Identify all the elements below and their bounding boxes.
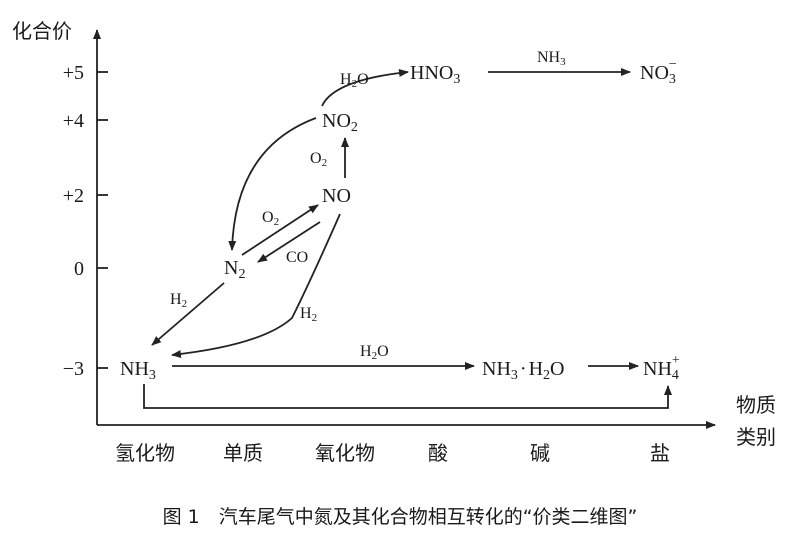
species-nh4-ion: NH4+ [643, 353, 680, 383]
figure-caption: 图 1 汽车尾气中氮及其化合物相互转化的“价类二维图” [163, 506, 638, 528]
reagent-h2-left: H2 [170, 291, 187, 310]
x-category-label: 碱 [530, 441, 550, 465]
reagent-h2o-top: H2O [340, 71, 369, 90]
y-axis-title: 化合价 [12, 19, 72, 43]
reagent-co: CO [286, 249, 308, 266]
reagent-h2-right: H2 [300, 305, 317, 324]
x-axis-title-line2: 类别 [736, 425, 776, 449]
reagent-h2o-bottom: H2O [360, 343, 389, 362]
reagent-o2-vertical: O2 [310, 150, 327, 169]
arrow-n2-to-no [241, 204, 319, 256]
y-tick-label: +5 [63, 62, 84, 84]
reagent-o2-diagonal: O2 [262, 209, 279, 228]
y-tick-label: 0 [74, 258, 84, 280]
arrow-nh3-to-nh4-loop [143, 384, 672, 409]
x-category-label: 酸 [428, 441, 448, 465]
x-category-label: 氢化物 [115, 441, 175, 465]
arrow-no2-to-hno3 [321, 68, 409, 107]
species-no2: NO2 [322, 110, 358, 135]
y-tick-label: −3 [63, 358, 84, 380]
x-axis-title-line1: 物质 [736, 393, 776, 417]
species-nh3: NH3 [120, 358, 156, 383]
y-tick-label: +2 [63, 185, 84, 207]
x-category-label: 单质 [223, 441, 263, 465]
reagent-nh3-top: NH3 [537, 49, 566, 68]
species-nh3-h2o: NH3·H2O [482, 358, 564, 383]
arrow-no2-to-n2 [228, 117, 317, 251]
species-n2: N2 [224, 257, 245, 282]
y-tick-label: +4 [63, 110, 84, 132]
species-hno3: HNO3 [410, 62, 460, 87]
arrow-no-to-nh3 [171, 213, 341, 358]
x-category-label: 氧化物 [315, 441, 375, 465]
species-no3-ion: NO3− [640, 57, 677, 87]
arrow-n2-to-nh3 [151, 282, 225, 346]
species-no: NO [322, 185, 351, 207]
x-category-label: 盐 [650, 441, 670, 465]
arrow-no-to-n2 [257, 221, 321, 263]
